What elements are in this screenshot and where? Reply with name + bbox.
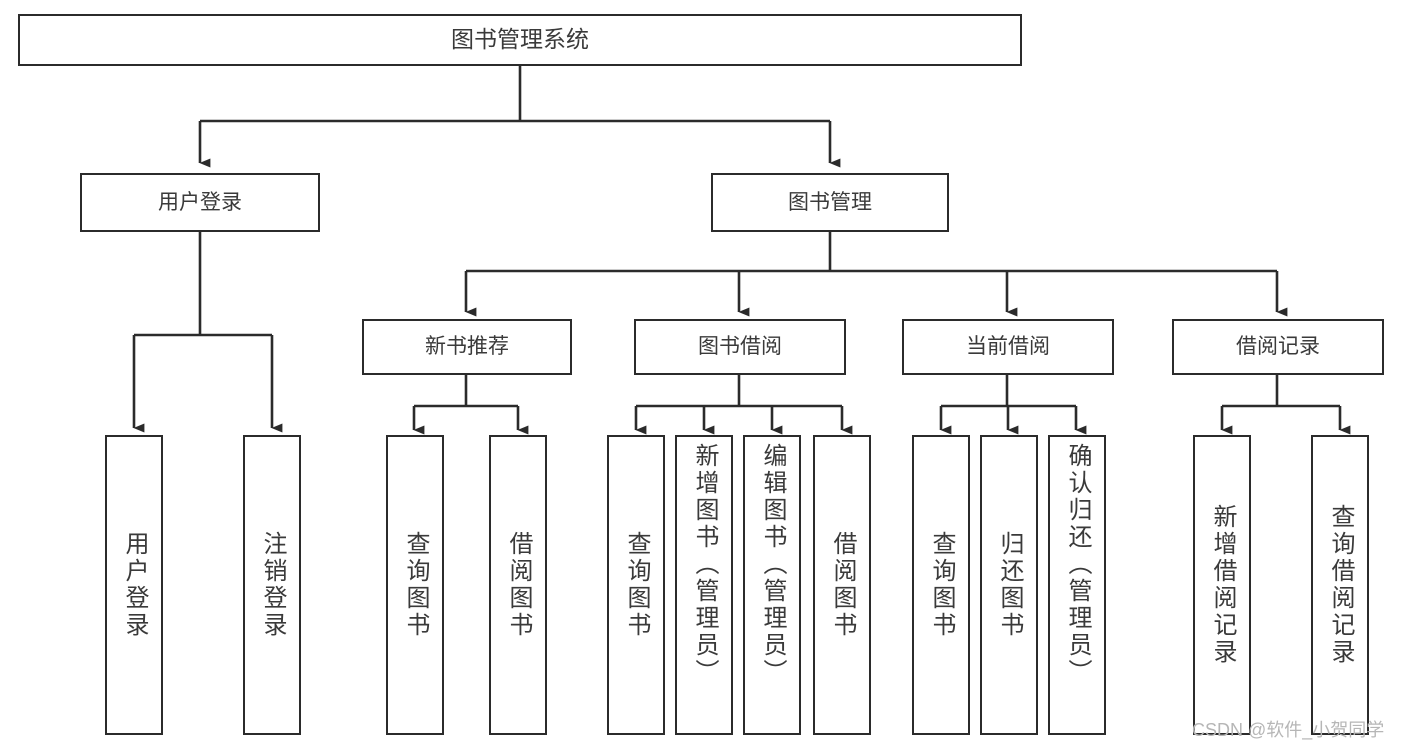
leaf-book-borrow-query-book[interactable]: 查询图书	[607, 435, 665, 735]
leaf-book-borrow-borrow-book[interactable]: 借阅图书	[813, 435, 871, 735]
leaf-borrow-record-query-record[interactable]: 查询借阅记录	[1311, 435, 1369, 735]
node-label: 图书管理	[788, 190, 872, 214]
node-label: 借阅记录	[1236, 335, 1320, 359]
node-book-management[interactable]: 图书管理	[711, 173, 949, 232]
node-label: 图书借阅	[698, 335, 782, 359]
leaf-current-borrow-confirm-return-admin[interactable]: 确认归还（管理员）	[1048, 435, 1106, 735]
leaf-current-borrow-query-book[interactable]: 查询图书	[912, 435, 970, 735]
node-borrow-record[interactable]: 借阅记录	[1172, 319, 1384, 375]
node-label: 查询借阅记录	[1327, 504, 1354, 666]
leaf-new-books-borrow-book[interactable]: 借阅图书	[489, 435, 547, 735]
leaf-borrow-record-add-record[interactable]: 新增借阅记录	[1193, 435, 1251, 735]
leaf-book-borrow-edit-book-admin[interactable]: 编辑图书（管理员）	[743, 435, 801, 735]
node-label: 新书推荐	[425, 335, 509, 359]
node-label: 查询图书	[928, 531, 955, 639]
node-label: 图书管理系统	[451, 26, 589, 53]
node-root-book-management-system[interactable]: 图书管理系统	[18, 14, 1022, 66]
leaf-user-login-signin[interactable]: 用户登录	[105, 435, 163, 735]
node-label: 查询图书	[623, 531, 650, 639]
csdn-watermark: CSDN @软件_小贺同学	[1192, 720, 1385, 740]
node-new-book-recommend[interactable]: 新书推荐	[362, 319, 572, 375]
node-label: 用户登录	[158, 190, 242, 214]
node-book-borrow[interactable]: 图书借阅	[634, 319, 846, 375]
node-label: 新增图书（管理员）	[691, 443, 718, 686]
leaf-user-login-signout[interactable]: 注销登录	[243, 435, 301, 735]
leaf-book-borrow-add-book-admin[interactable]: 新增图书（管理员）	[675, 435, 733, 735]
node-label: 借阅图书	[505, 531, 532, 639]
node-label: 查询图书	[402, 531, 429, 639]
node-user-login[interactable]: 用户登录	[80, 173, 320, 232]
node-label: 编辑图书（管理员）	[759, 443, 786, 686]
node-label: 注销登录	[259, 531, 286, 639]
leaf-current-borrow-return-book[interactable]: 归还图书	[980, 435, 1038, 735]
node-label: 借阅图书	[829, 531, 856, 639]
node-label: 当前借阅	[966, 335, 1050, 359]
node-current-borrow[interactable]: 当前借阅	[902, 319, 1114, 375]
node-label: 归还图书	[996, 531, 1023, 639]
node-label: 用户登录	[121, 531, 148, 639]
node-label: 确认归还（管理员）	[1064, 443, 1091, 686]
leaf-new-books-query-book[interactable]: 查询图书	[386, 435, 444, 735]
node-label: 新增借阅记录	[1209, 504, 1236, 666]
